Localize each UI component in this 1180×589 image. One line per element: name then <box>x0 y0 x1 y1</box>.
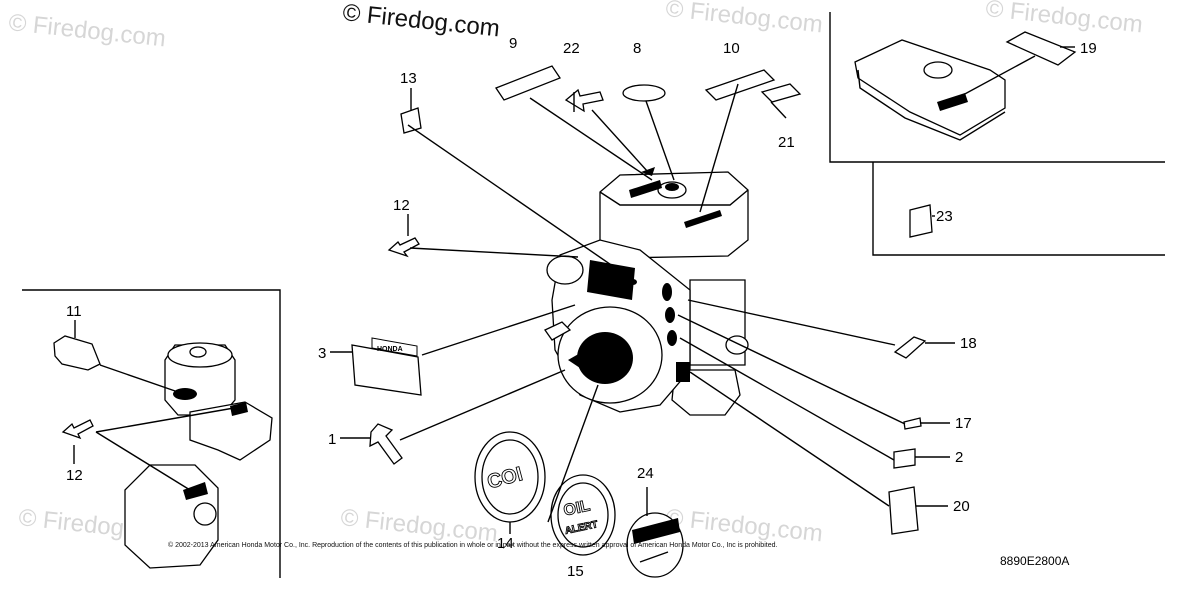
label-17-on-engine <box>665 307 675 323</box>
diagram-code: 8890E2800A <box>1000 554 1069 568</box>
callout-20: 20 <box>953 498 970 515</box>
callout-11: 11 <box>66 303 82 320</box>
air-cleaner-detail <box>53 335 273 569</box>
engine-illustration <box>544 167 749 416</box>
air-cleaner-detail-frame <box>22 289 281 578</box>
callout-14: 14 <box>497 535 514 552</box>
watermark: © Firedog.com <box>339 504 499 547</box>
part-2-label <box>893 448 916 469</box>
air-filter-bolt <box>193 502 217 526</box>
part-shapes: HONDA <box>351 65 927 535</box>
carburetor-label <box>230 402 248 416</box>
air-filter-label <box>183 482 208 500</box>
callouts: 9 22 8 10 21 13 12 3 1 14 15 24 18 17 2 … <box>66 35 1097 580</box>
engine-boss <box>725 335 749 355</box>
callout-13: 13 <box>400 70 417 87</box>
tank-label-9 <box>629 180 662 198</box>
detail-tank-cap <box>923 61 953 79</box>
arrow-decal-on-engine <box>568 352 582 368</box>
section-frames <box>22 12 1165 578</box>
callout-24: 24 <box>637 465 654 482</box>
honda-text: HONDA <box>377 346 403 353</box>
part-12-arrow-detail <box>61 419 94 440</box>
part-18-label <box>893 336 927 359</box>
detail-fuel-tank <box>854 39 1006 136</box>
part-23-label <box>909 204 933 238</box>
label-2-on-engine <box>667 330 677 346</box>
callout-1: 1 <box>328 431 336 448</box>
starter-grip <box>544 321 572 341</box>
serial-label-plate <box>587 260 635 300</box>
part-19-label <box>1005 31 1077 66</box>
watermark-main: © Firedog.com <box>341 0 501 42</box>
oil-text: OIL <box>562 498 592 520</box>
part-9-label <box>495 65 561 101</box>
copyright-notice: © 2002-2013 American Honda Motor Co., In… <box>168 541 777 549</box>
emblem-24-line <box>639 551 669 563</box>
label-20-on-engine <box>676 362 690 382</box>
part-11-label <box>53 335 101 371</box>
callout-21: 21 <box>778 134 795 151</box>
watermark: © Firedog.com <box>664 504 824 547</box>
part-13-label <box>400 107 422 134</box>
recoil-housing <box>546 255 584 285</box>
callout-3: 3 <box>318 345 326 362</box>
callout-17: 17 <box>955 415 972 432</box>
part-1-arrow <box>369 423 403 465</box>
tank-label-frame <box>872 162 1165 256</box>
fuel-tank-detail <box>854 31 1077 238</box>
callout-2: 2 <box>955 449 963 466</box>
part-3-honda-label <box>351 344 422 396</box>
part-21-label <box>760 83 802 103</box>
part-22-arrow <box>564 88 604 113</box>
part-24-emblem <box>626 512 684 578</box>
watermark: © Firedog.com <box>7 9 167 52</box>
part-15-oil-alert-emblem: OIL ALERT <box>550 474 616 556</box>
callout-12: 12 <box>393 197 410 214</box>
part-10-label <box>704 69 776 101</box>
label-13-on-engine <box>629 279 637 285</box>
carburetor <box>189 401 273 461</box>
part-12-arrow <box>387 237 420 258</box>
part-8-cap-label <box>622 84 666 102</box>
detail-tank-label <box>937 93 968 111</box>
detail-tank-lower-edge <box>857 69 1006 141</box>
callout-9: 9 <box>509 35 517 52</box>
callout-18: 18 <box>960 335 977 352</box>
callout-12-detail: 12 <box>66 467 83 484</box>
callout-19: 19 <box>1080 40 1097 57</box>
part-14-coil-emblem: COI <box>474 431 546 523</box>
emblem-24-band <box>632 518 680 544</box>
air-cleaner-knob <box>189 346 207 358</box>
part-3-label-top <box>371 337 418 357</box>
callout-23: 23 <box>936 208 953 225</box>
emblems: COI OIL ALERT <box>474 431 684 578</box>
part-17-label <box>903 417 922 430</box>
fuel-tank-detail-frame <box>829 12 1165 163</box>
callout-ticks <box>73 88 955 507</box>
callout-15: 15 <box>567 563 584 580</box>
label-18-on-engine <box>662 283 672 301</box>
watermark: © Firedog.com <box>984 0 1144 38</box>
fuel-cap-top <box>665 183 679 191</box>
fuel-tank-seam <box>599 189 749 206</box>
leader-lines <box>95 46 1075 534</box>
part-20-label <box>888 486 919 535</box>
tank-label-10 <box>684 210 722 228</box>
callout-10: 10 <box>723 40 740 57</box>
callout-8: 8 <box>633 40 641 57</box>
watermark: © Firedog.com <box>664 0 824 38</box>
air-cleaner-label <box>173 388 197 400</box>
starter-hub <box>577 332 633 384</box>
callout-22: 22 <box>563 40 580 57</box>
